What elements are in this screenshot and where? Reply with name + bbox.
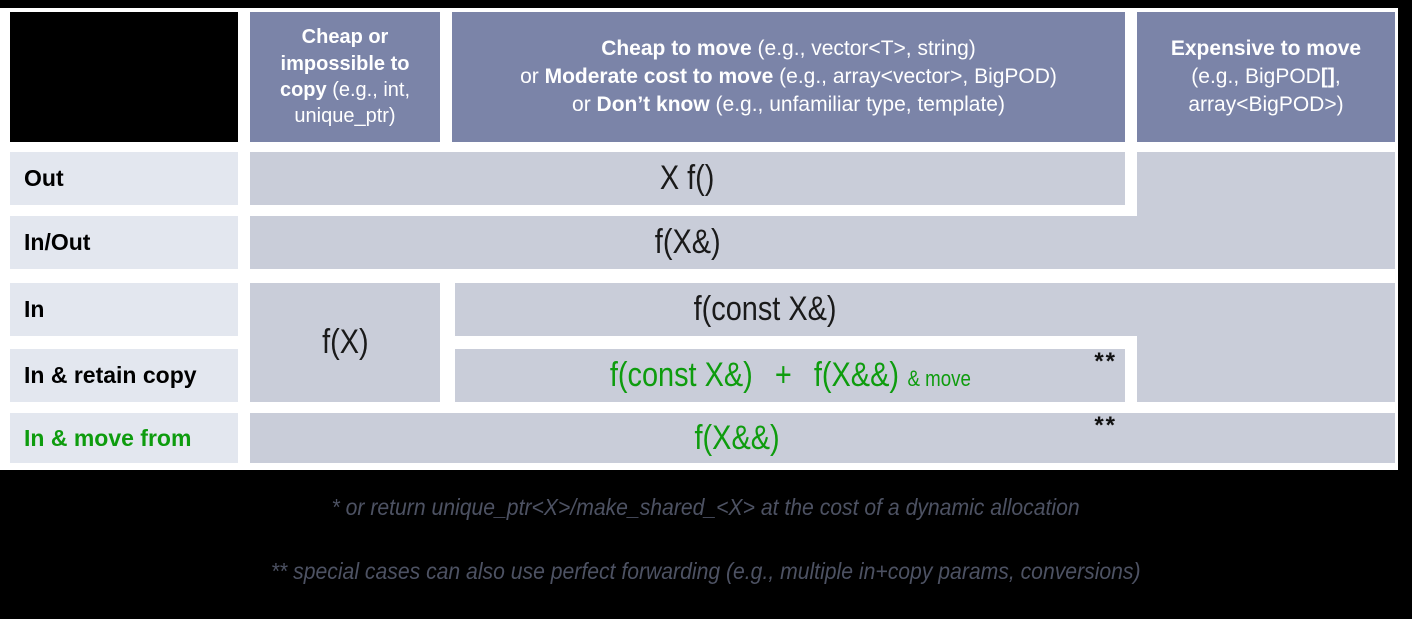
header-text: Cheap or impossible to copy (e.g., int, … bbox=[256, 24, 434, 130]
cell-in: f(const X&) bbox=[455, 283, 1395, 336]
double-asterisk-marker: ** bbox=[1094, 412, 1117, 439]
code-text: f(const X&) bbox=[609, 356, 753, 394]
header-regular-text: (e.g., BigPOD bbox=[1191, 65, 1321, 89]
code-text: f(X&) bbox=[654, 223, 721, 261]
row-label-in-move-from: In & move from bbox=[10, 413, 238, 463]
header-line-2: or Moderate cost to move (e.g., array<ve… bbox=[520, 63, 1057, 91]
code-text: f(X&&) bbox=[813, 356, 899, 394]
header-regular-text: (e.g., array<vector>, BigPOD) bbox=[773, 65, 1057, 89]
code-text: f(X&&) bbox=[694, 418, 781, 457]
cell-in-move-from: f(X&&) ** bbox=[250, 413, 1395, 463]
double-asterisk-marker: ** bbox=[1094, 348, 1117, 375]
cell-cheap-copy-in: f(X) bbox=[250, 283, 440, 402]
cell-in-retain-copy: f(const X&) + f(X&&) & move ** bbox=[455, 349, 1125, 402]
plus-sign: + bbox=[774, 356, 792, 394]
header-bold-text: Don’t know bbox=[596, 92, 710, 116]
header-regular-text: (e.g., vector<T>, string) bbox=[751, 37, 976, 61]
code-text: X f() bbox=[660, 159, 715, 197]
column-header-cheap-copy: Cheap or impossible to copy (e.g., int, … bbox=[250, 12, 440, 142]
header-bold-text: Moderate cost to move bbox=[544, 65, 774, 89]
header-line-3: or Don’t know (e.g., unfamiliar type, te… bbox=[572, 91, 1005, 119]
row-label-text: Out bbox=[24, 165, 64, 191]
header-bold-text: Cheap to move bbox=[601, 37, 752, 61]
row-label-in-retain-copy: In & retain copy bbox=[10, 349, 238, 402]
column-header-cheap-move: Cheap to move (e.g., vector<T>, string) … bbox=[452, 12, 1125, 142]
header-bold-text: [] bbox=[1320, 65, 1335, 89]
header-regular-text: or bbox=[572, 92, 597, 116]
row-label-text: In & move from bbox=[24, 424, 192, 451]
header-bold-text: Expensive to move bbox=[1170, 37, 1362, 61]
column-header-expensive-move: Expensive to move (e.g., BigPOD[], array… bbox=[1137, 12, 1395, 142]
header-line-1: Cheap to move (e.g., vector<T>, string) bbox=[601, 35, 976, 63]
cell-expensive-in-retain-block bbox=[1137, 336, 1395, 402]
row-label-text: In/Out bbox=[24, 229, 91, 255]
header-regular-text: or bbox=[520, 65, 545, 89]
row-label-inout: In/Out bbox=[10, 216, 238, 269]
row-label-in: In bbox=[10, 283, 238, 336]
header-regular-text: (e.g., int, unique_ptr) bbox=[294, 79, 411, 128]
cell-inout: f(X&) bbox=[250, 216, 1395, 269]
footnote-text: * or return unique_ptr<X>/make_shared_<X… bbox=[331, 494, 1081, 520]
header-regular-text: array<BigPOD>) bbox=[1188, 92, 1344, 116]
footnote-single-asterisk: * or return unique_ptr<X>/make_shared_<X… bbox=[0, 494, 1412, 521]
header-line-2: (e.g., BigPOD[], bbox=[1191, 63, 1340, 91]
row-label-text: In & retain copy bbox=[24, 362, 197, 388]
footnote-double-asterisk: ** special cases can also use perfect fo… bbox=[0, 558, 1412, 585]
code-text: f(X) bbox=[321, 323, 369, 361]
footnote-text: ** special cases can also use perfect fo… bbox=[271, 558, 1141, 584]
header-regular-text: (e.g., unfamiliar type, template) bbox=[709, 92, 1005, 116]
corner-box bbox=[10, 12, 238, 142]
code-text-group: f(const X&) + f(X&&) & move bbox=[609, 356, 970, 395]
header-regular-text: , bbox=[1334, 65, 1341, 89]
header-bold-text: Cheap or impossible to copy bbox=[279, 26, 410, 101]
row-label-text: In bbox=[24, 296, 45, 322]
row-label-out: Out bbox=[10, 152, 238, 205]
and-move-suffix: & move bbox=[907, 366, 971, 391]
code-text: f(const X&) bbox=[693, 290, 837, 328]
cell-out: X f() bbox=[250, 152, 1125, 205]
